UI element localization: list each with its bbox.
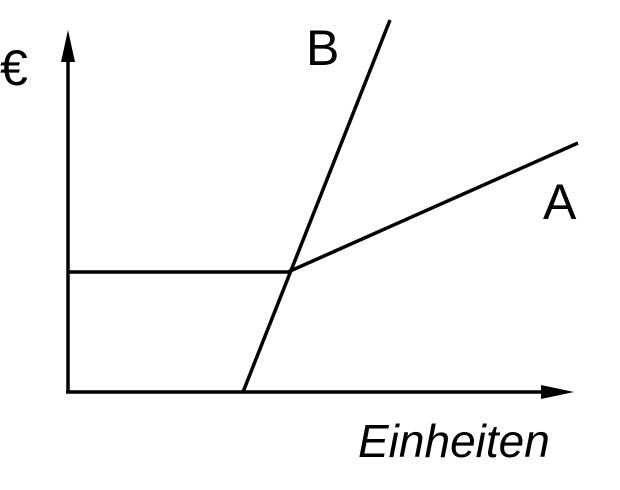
line-b-label: B [306,20,339,76]
line-a [68,141,579,274]
line-b [241,19,392,393]
y-axis-arrowhead [61,30,75,62]
x-axis-label: Einheiten [358,415,550,467]
y-axis-label: € [0,40,28,96]
x-axis-arrowhead [541,385,574,399]
line-a-label: A [543,174,577,230]
